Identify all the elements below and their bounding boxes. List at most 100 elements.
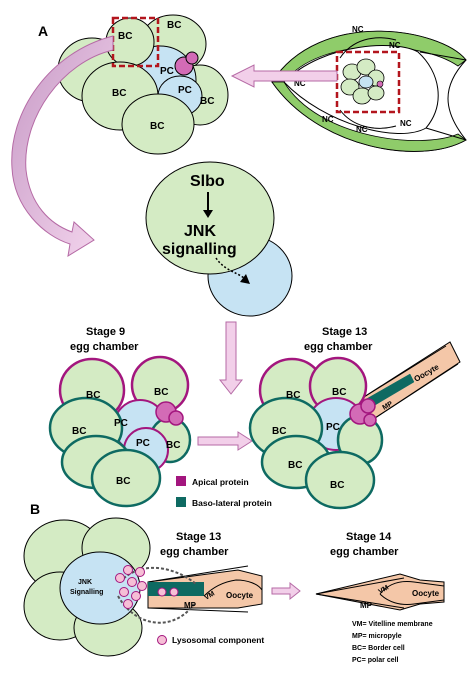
label-bc: BC — [72, 426, 86, 437]
label-nc: NC — [294, 79, 306, 88]
dotted-arrow — [215, 257, 245, 279]
panel-a-label: A — [38, 23, 48, 39]
legend-swatch-lysosome — [157, 635, 167, 645]
label-bc: BC — [288, 460, 302, 471]
abbrev-mp: MP= micropyle — [352, 633, 402, 640]
abbrev-pc: PC= polar cell — [352, 657, 399, 664]
legend-swatch-apical — [176, 476, 186, 486]
lysosome — [123, 565, 133, 575]
label-bc: BC — [86, 390, 100, 401]
zoom-arrow — [230, 64, 338, 88]
nurse-cell-boundary — [339, 37, 397, 59]
mp-label: MP — [184, 601, 197, 610]
lysosome — [115, 573, 125, 583]
label-bc: BC — [332, 387, 346, 398]
border-cell — [145, 161, 275, 275]
slbo-arrowhead — [203, 210, 213, 218]
legend-proteins: Apical protein Baso-lateral protein — [176, 476, 272, 508]
abbrev-vm: VM= Vitelline membrane — [352, 621, 433, 628]
stage-arrow — [197, 431, 253, 451]
border-cell — [356, 58, 376, 76]
dotted-arrowhead — [240, 274, 250, 284]
nurse-cell-boundary — [425, 127, 467, 141]
lysosome — [169, 587, 179, 597]
vitelline-edge — [315, 577, 405, 609]
label-nc: NC — [400, 119, 412, 128]
stage13-cluster: Oocyte MP BC BC PC BC BC BC — [248, 341, 461, 510]
cluster-top-left: BC BC PC PC BC BC BC — [57, 14, 229, 155]
stage9-cluster: BC BC PC PC BC BC BC — [48, 355, 192, 508]
label-bc: BC — [150, 121, 164, 132]
vm-label: VM — [378, 584, 391, 595]
label-bc: BC — [116, 476, 130, 487]
lysosome — [127, 577, 137, 587]
stage14-structure: MP VM Oocyte — [315, 573, 445, 611]
label-bc: BC — [272, 426, 286, 437]
stage13b-title-1: Stage 13 — [176, 531, 221, 543]
apical-marker — [185, 51, 199, 65]
signalling-small-label: Signalling — [70, 589, 103, 596]
label-bc: BC — [166, 440, 180, 451]
label-nc: NC — [322, 115, 334, 124]
label-nc: NC — [389, 41, 401, 50]
oocyte — [315, 573, 445, 611]
highlight-box — [335, 50, 401, 114]
oocyte-label: Oocyte — [226, 591, 254, 600]
label-pc: PC — [160, 66, 174, 77]
curved-arrow — [11, 35, 114, 258]
vitelline-edge — [147, 565, 249, 613]
legend-apical-text: Apical protein — [192, 477, 249, 487]
abbreviation-list: VM= Vitelline membrane MP= micropyle BC=… — [352, 621, 433, 664]
stage9-title-2: egg chamber — [70, 341, 139, 353]
label-pc: PC — [136, 438, 150, 449]
stage13-title-2: egg chamber — [304, 341, 373, 353]
oocyte-label: Oocyte — [412, 589, 440, 598]
lysosome — [137, 581, 147, 591]
legend-swatch-basolateral — [176, 497, 186, 507]
lysosome — [131, 591, 141, 601]
legend-lysosome-text: Lysosomal component — [172, 635, 264, 645]
nurse-cell-boundary — [339, 109, 397, 129]
jnk-small-label: JNK — [78, 579, 92, 586]
polar-cell — [358, 75, 374, 89]
oocyte-boundary — [379, 581, 445, 605]
vesicle-track — [119, 567, 197, 585]
label-bc: BC — [112, 88, 126, 99]
slbo-label: Slbo — [190, 173, 225, 190]
signalling-cell: Slbo JNK signalling — [145, 161, 293, 317]
follicle-layer — [271, 81, 467, 152]
panel-b-label: B — [30, 501, 40, 517]
mini-border-cluster — [340, 58, 385, 105]
vm-label: VM — [204, 590, 217, 601]
label-bc: BC — [118, 31, 132, 42]
label-bc: BC — [167, 20, 181, 31]
stage13-title-1: Stage 13 — [322, 326, 367, 338]
polar-cell — [59, 551, 141, 625]
down-arrow — [218, 321, 244, 395]
follicle-layer — [271, 30, 467, 83]
label-nc: NC — [352, 25, 364, 34]
vitelline-curve — [203, 579, 263, 597]
border-cell — [90, 448, 162, 508]
nurse-cell-boundary — [419, 51, 467, 61]
stage9-title-1: Stage 9 — [86, 326, 125, 338]
stage-arrow — [271, 581, 301, 601]
lysosome — [123, 599, 133, 609]
vitelline-edge — [355, 345, 459, 421]
legend-basolateral-text: Baso-lateral protein — [192, 498, 272, 508]
jnk-label: JNK — [184, 223, 216, 240]
egg-chamber-overview: NC NC NC NC NC NC — [271, 25, 467, 152]
mp-label: MP — [360, 601, 373, 610]
stage14-title-2: egg chamber — [330, 546, 399, 558]
label-bc: BC — [330, 480, 344, 491]
label-bc: BC — [154, 387, 168, 398]
apical-marker — [376, 80, 384, 88]
label-pc: PC — [326, 422, 340, 433]
label-bc: BC — [286, 390, 300, 401]
signalling-label: signalling — [162, 241, 237, 258]
border-cell — [304, 450, 376, 510]
border-cell — [367, 85, 385, 101]
apical-marker — [168, 410, 184, 426]
